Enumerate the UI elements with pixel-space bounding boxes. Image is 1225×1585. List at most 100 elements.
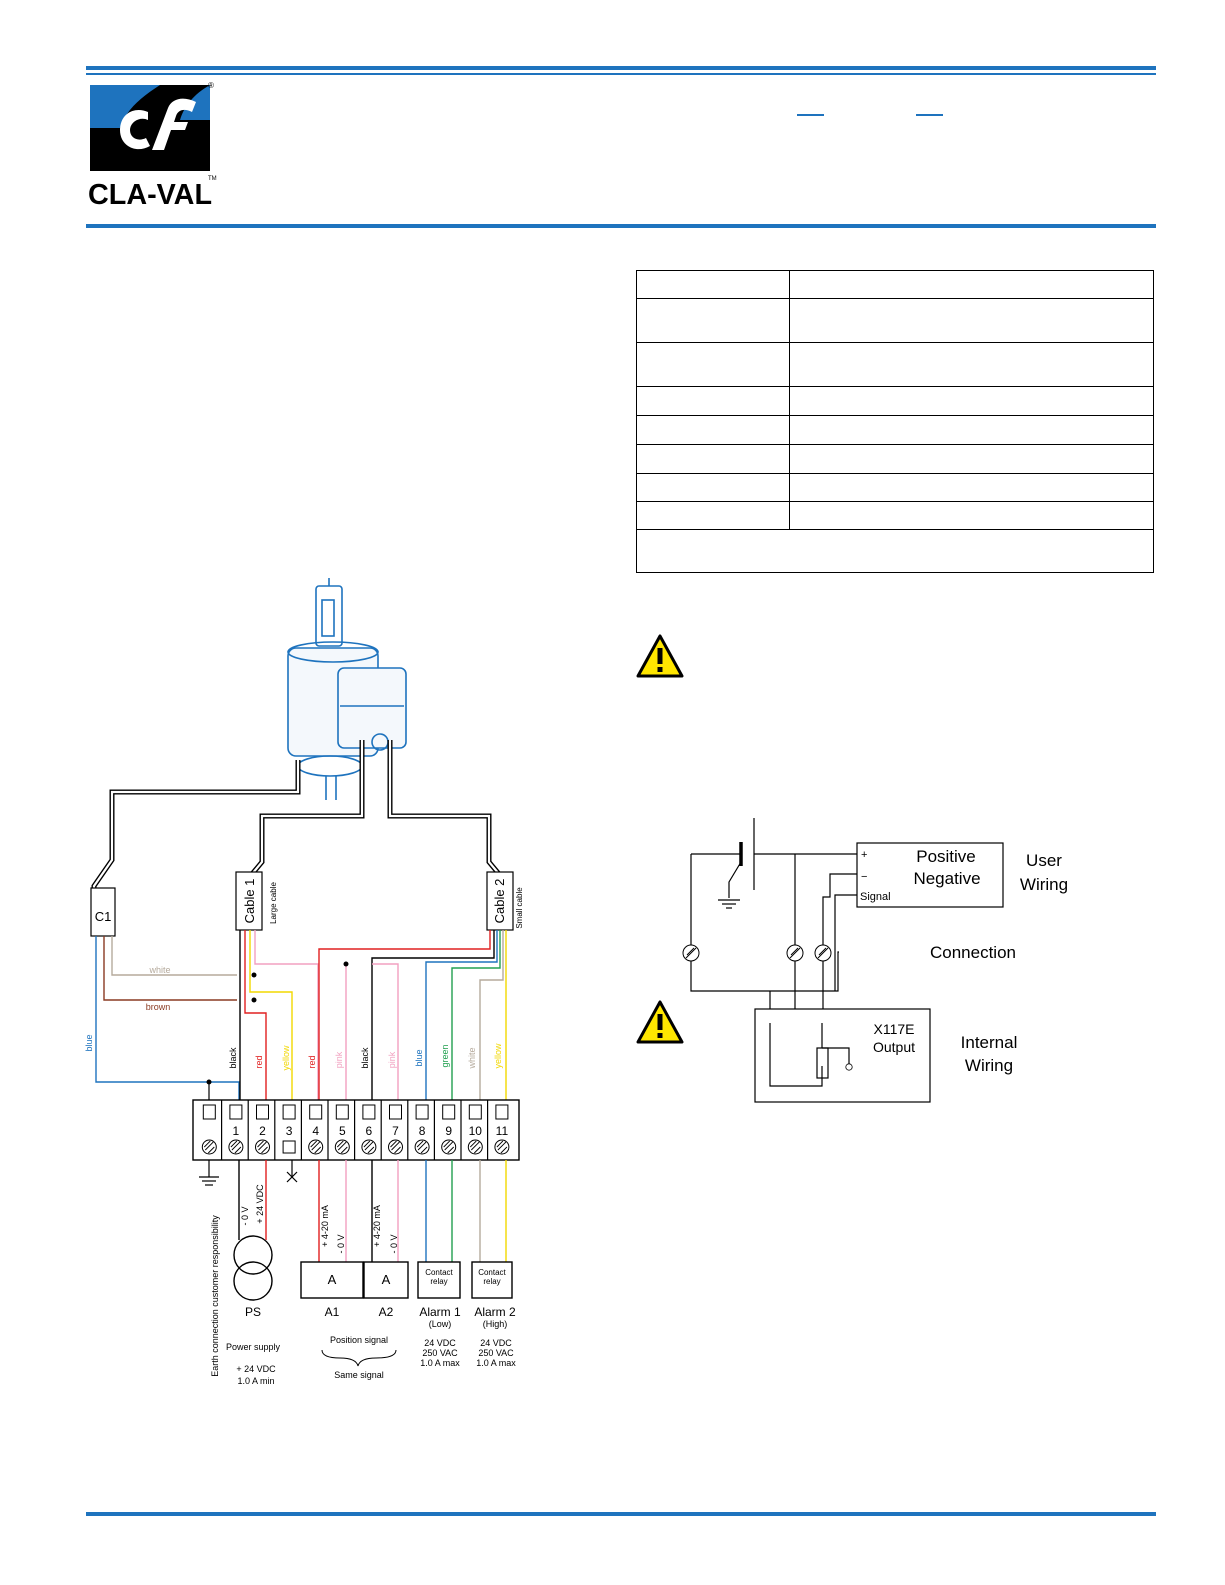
terminal-clamp: [229, 1104, 243, 1120]
signal-label-a2-plus: + 4-20 mA: [372, 1205, 382, 1247]
spec-table: [636, 270, 1154, 573]
table-row: [636, 444, 1154, 474]
screw-slot: [314, 1146, 322, 1154]
screw-slot: [207, 1146, 215, 1154]
screw-slot: [447, 1146, 455, 1154]
earth-connection-note: Earth connection customer responsibility: [210, 1215, 220, 1377]
table-row: [636, 298, 1154, 343]
ammeter-a2-symbol: A: [382, 1272, 391, 1287]
terminal-clamp: [282, 1104, 296, 1120]
header-blank-1: [797, 114, 824, 116]
brace-icon: [321, 1349, 397, 1367]
table-row: [636, 415, 1154, 445]
logo-registered: ®: [208, 81, 214, 90]
terminal-number: 9: [445, 1124, 452, 1138]
connection-diagram: + − Signal Positive Negative User Wiring…: [682, 818, 1068, 1103]
signal-label-a2-minus: - 0 V: [389, 1234, 399, 1253]
screw-slot: [234, 1146, 242, 1154]
relay-1-label-line1: Contact: [425, 1268, 453, 1277]
power-supply-symbol: [233, 1235, 273, 1301]
output-label: Output: [873, 1039, 915, 1055]
screw-slot: [391, 1141, 400, 1151]
device-label-alarm1-sub: (Low): [429, 1319, 452, 1329]
terminal-screw-icon: [467, 1139, 483, 1155]
user-wiring-label-2: Wiring: [1020, 875, 1068, 894]
terminal-number: 1: [233, 1124, 240, 1138]
signal-label-ps-plus: + 24 VDC: [255, 1184, 265, 1224]
screw-slot: [230, 1140, 238, 1148]
wire-label-pink-5: pink: [334, 1051, 344, 1068]
wire-label-red-4: red: [307, 1055, 317, 1068]
signal-label-ps-minus: - 0 V: [240, 1206, 250, 1225]
junction-dot: [251, 997, 257, 1003]
internal-wiring-label-2: Wiring: [965, 1056, 1013, 1075]
screw-slot: [310, 1140, 318, 1148]
device-label-alarm2: Alarm 2: [474, 1305, 516, 1319]
header-top-rule-thin: [86, 73, 1156, 75]
wires: [95, 930, 507, 1100]
terminal-block: [192, 1099, 520, 1161]
table-row: [636, 270, 1154, 299]
terminal-signal-label: Signal: [860, 891, 891, 903]
ammeter-a1-symbol: A: [328, 1272, 337, 1287]
table-row: [636, 386, 1154, 416]
alarm1-rating-2: 250 VAC: [422, 1348, 458, 1358]
terminal-screw-icon: [682, 944, 700, 962]
terminal-clamp: [468, 1104, 482, 1120]
terminal-number: 4: [312, 1124, 319, 1138]
connector-cable1-label: Cable 1: [242, 879, 257, 924]
screw-slot: [231, 1141, 241, 1151]
ammeter-a1-box: [300, 1261, 364, 1299]
warning-icon: [636, 1000, 684, 1044]
wire-label-white-10: white: [467, 1047, 477, 1069]
wire-label-black-6: black: [360, 1047, 370, 1069]
terminal-empty-slot: [282, 1140, 296, 1154]
screw-slot: [473, 1146, 481, 1154]
terminal-number: 7: [392, 1124, 399, 1138]
logo-wordmark: CLA-VAL: [88, 179, 212, 211]
screw-slot: [364, 1141, 374, 1151]
terminal-plus-label: +: [861, 849, 867, 861]
contact-relay-2-box: [471, 1261, 513, 1299]
header-bottom-rule: [86, 224, 1156, 228]
terminal-screw-icon: [388, 1139, 403, 1155]
relay-2-label-line1: Contact: [478, 1268, 506, 1277]
terminal-screw-icon: [201, 1139, 217, 1155]
screw-slot: [311, 1141, 321, 1151]
logo-trademark: TM: [208, 176, 217, 182]
device-label-a2: A2: [379, 1305, 394, 1319]
screw-slot: [390, 1140, 397, 1148]
screw-slot: [497, 1141, 507, 1151]
sensor-device-illustration: [287, 578, 407, 800]
no-connect-x-icon: [286, 1160, 298, 1183]
terminal-clamp: [415, 1104, 429, 1120]
header-top-rule: [86, 66, 1156, 70]
header-blank-2: [916, 114, 943, 116]
user-positive-label: Positive: [916, 847, 976, 866]
note-power-supply: Power supply: [226, 1342, 281, 1352]
note-same-signal: Same signal: [334, 1370, 384, 1380]
junction-dot: [343, 961, 349, 967]
note-position-signal: Position signal: [330, 1335, 388, 1345]
screw-slot: [340, 1146, 348, 1154]
alarm1-rating-3: 1.0 A max: [420, 1358, 460, 1368]
cla-val-logo: ® CLA-VAL TM: [88, 81, 217, 211]
device-label-ps: PS: [245, 1305, 261, 1319]
screw-slot: [258, 1141, 267, 1151]
terminal-clamp: [335, 1104, 349, 1120]
screw-slot: [257, 1140, 264, 1148]
terminal-number: 10: [469, 1124, 483, 1138]
terminal-number: 3: [286, 1124, 293, 1138]
terminal-screw-icon: [228, 1139, 244, 1155]
screw-slot: [367, 1146, 375, 1154]
terminal-screw-icon: [494, 1139, 510, 1155]
terminal-clamp: [362, 1104, 376, 1120]
note-ps-rating-1: + 24 VDC: [236, 1364, 276, 1374]
terminal-clamp: [495, 1104, 509, 1120]
wire-label-blue-c1: blue: [84, 1034, 94, 1051]
ammeter-a2-box: [363, 1261, 409, 1299]
screw-slot: [204, 1141, 214, 1151]
internal-device-box: [754, 1008, 931, 1103]
double-cables: [91, 740, 512, 910]
wire-label-white: white: [148, 965, 170, 975]
